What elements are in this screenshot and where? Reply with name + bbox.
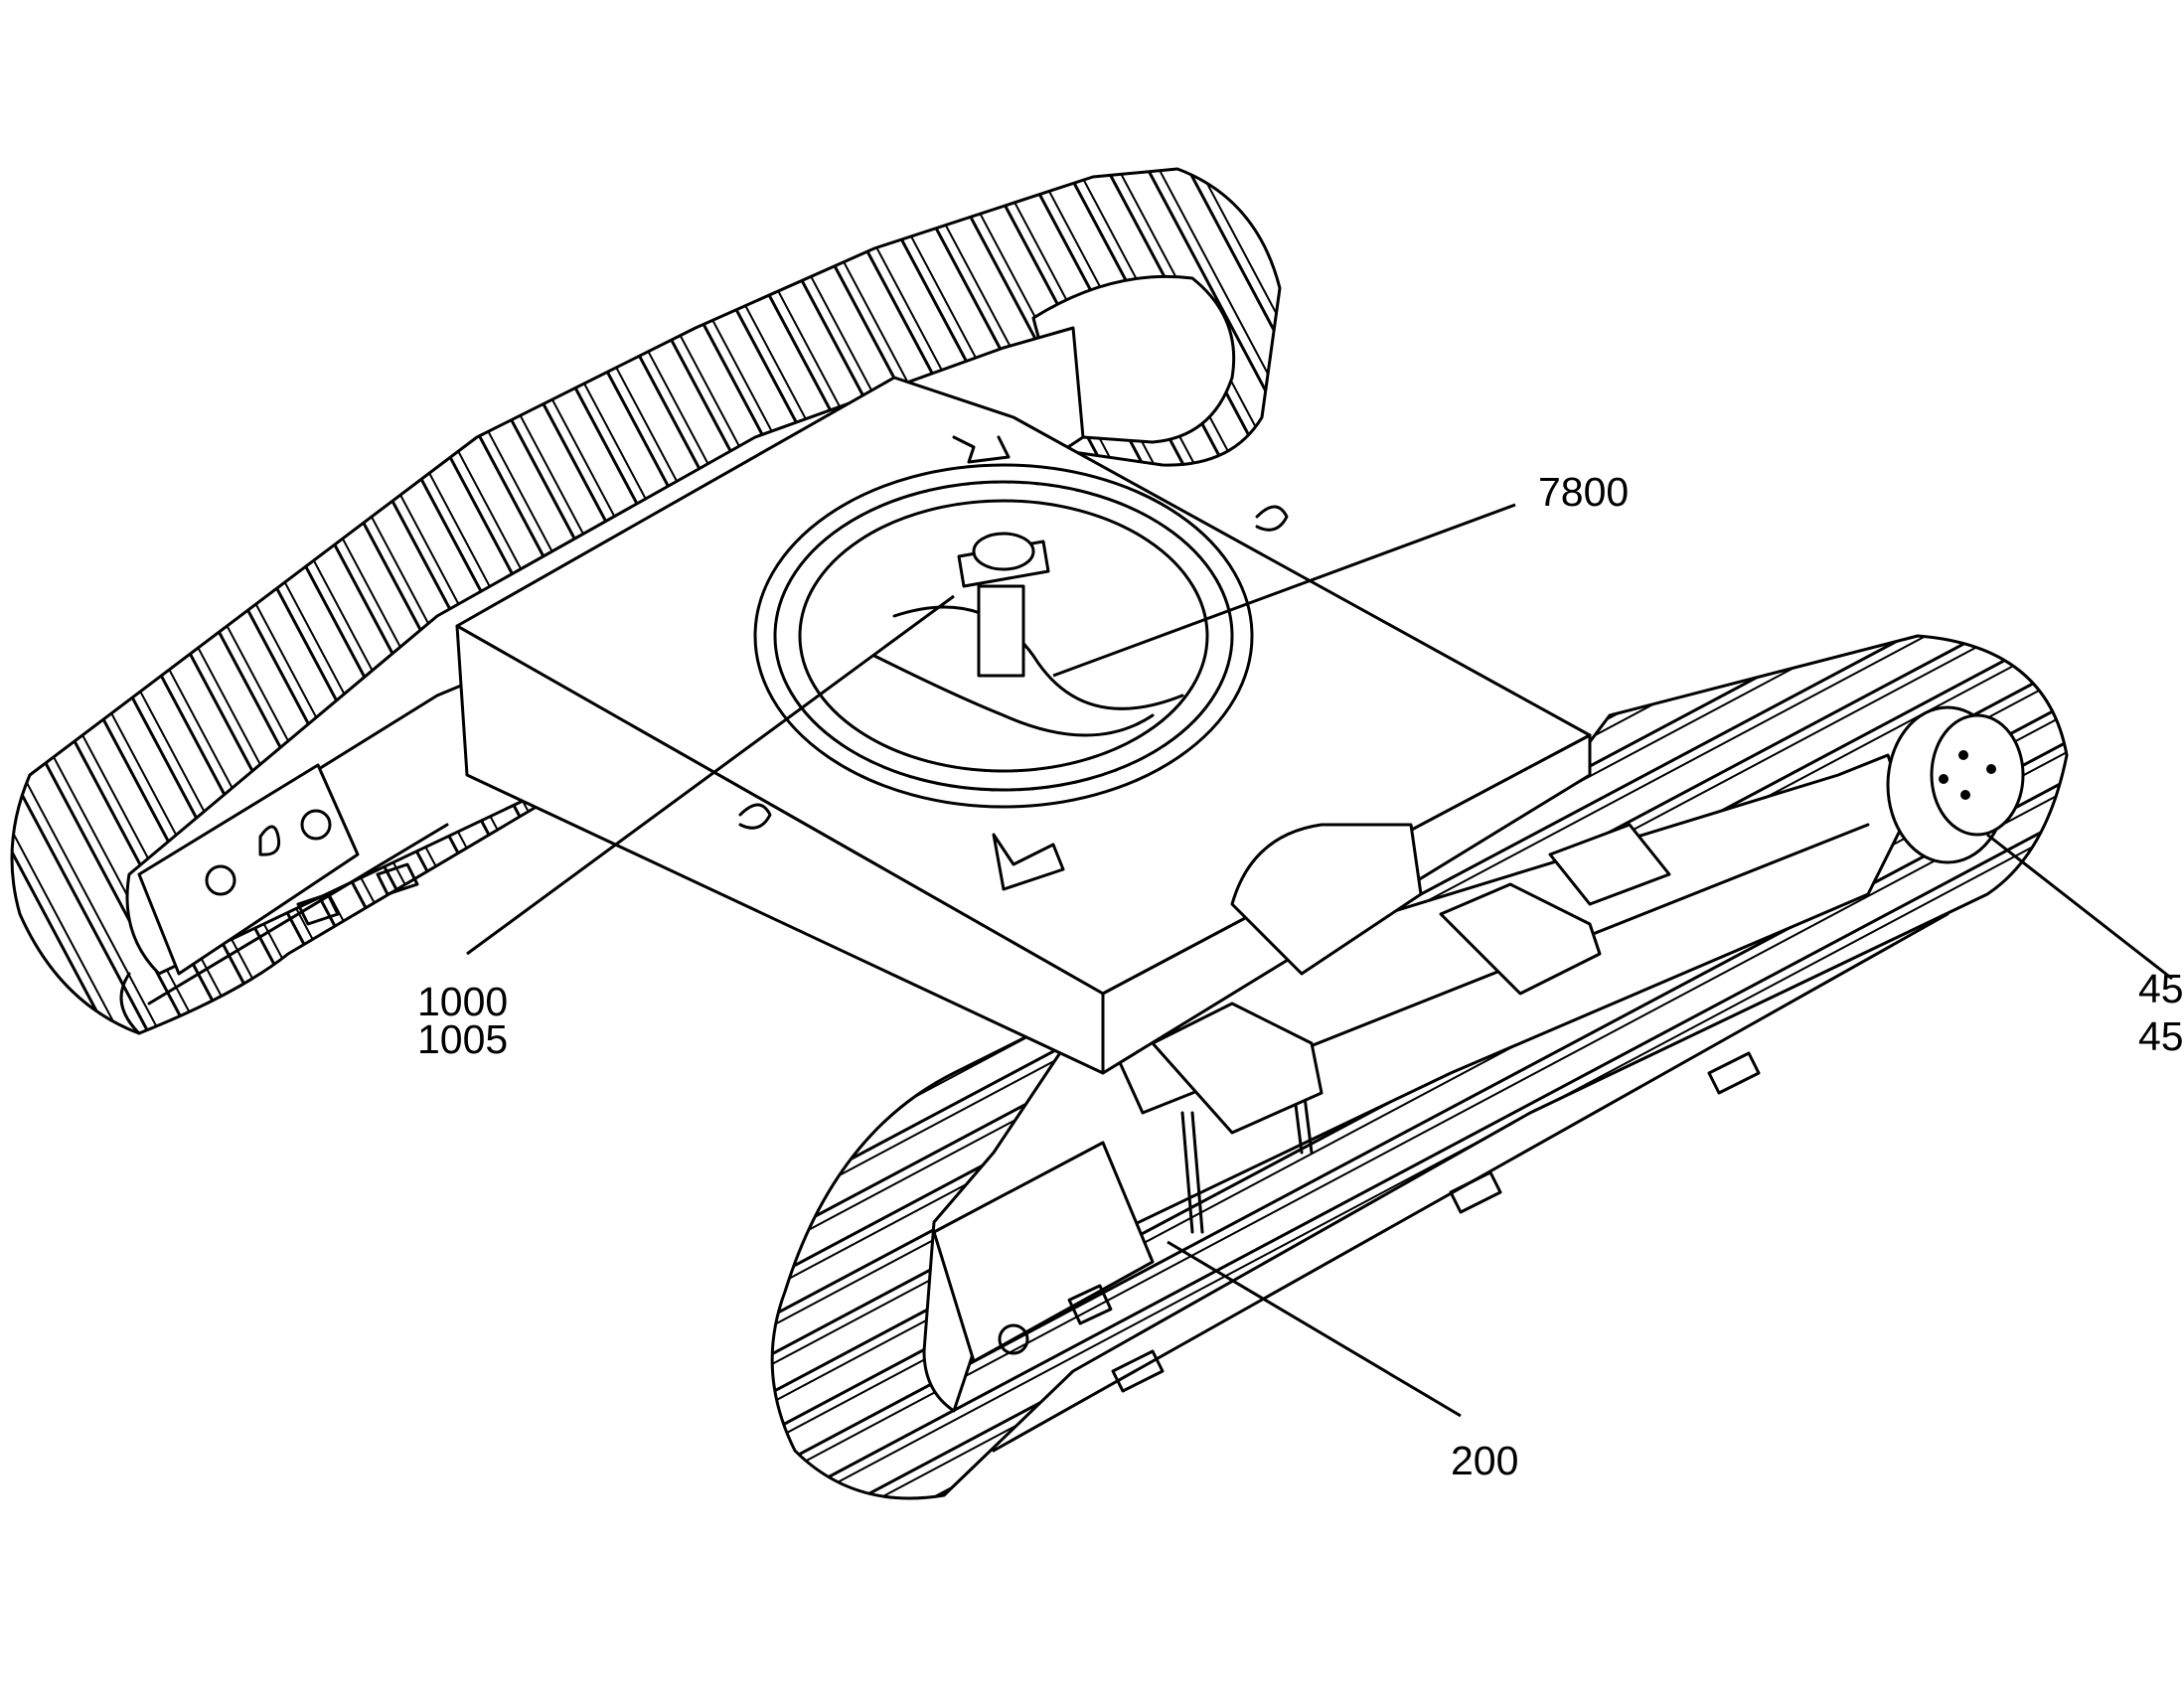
right-side-frame: [922, 753, 1910, 1413]
leader-200: [1167, 1240, 1462, 1418]
callout-45-b: 45: [2138, 1013, 2184, 1059]
callout-7800: 7800: [1538, 469, 1630, 515]
callout-200: 200: [1451, 1438, 1519, 1483]
carbody: [455, 376, 1671, 1135]
leader-45: [1986, 833, 2173, 981]
slewing-ring: [753, 463, 1254, 809]
travel-motor: [1886, 705, 2025, 864]
leader-1000: [466, 594, 955, 956]
callout-45-a: 45: [2138, 966, 2184, 1011]
callout-1005: 1005: [417, 1016, 509, 1062]
callout-1000: 1000: [417, 979, 509, 1024]
leader-7800: [1052, 503, 1516, 678]
right-track-assembly: [770, 634, 2069, 1500]
